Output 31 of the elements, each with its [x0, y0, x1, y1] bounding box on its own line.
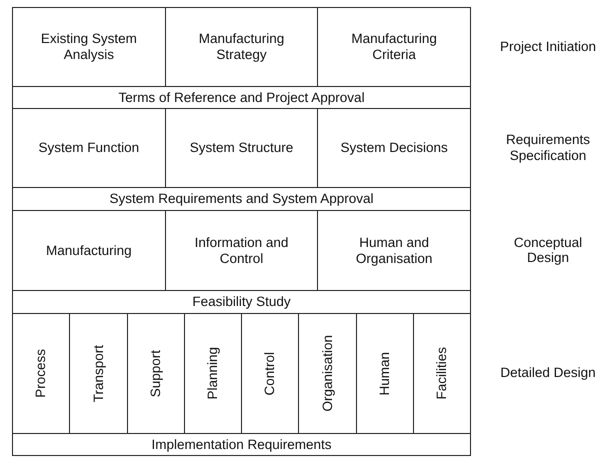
cell-text: Control	[262, 352, 278, 396]
cell-text: Feasibility Study	[191, 294, 292, 310]
table-cell	[12, 7, 166, 87]
cell-text: Planning	[205, 347, 221, 400]
cell-text: Terms of Reference and Project Approval	[117, 90, 366, 106]
cell-text: System Decisions	[340, 140, 449, 156]
stage-bar	[12, 290, 471, 314]
cell-text: System Requirements and System Approval	[108, 191, 375, 207]
table-cell	[317, 7, 471, 87]
cell-text: Transport	[90, 344, 106, 402]
cell-text: Human and Organisation	[354, 234, 434, 266]
cell-text: Manufacturing Criteria	[350, 31, 438, 63]
cell-text: System Structure	[188, 140, 294, 156]
cell-text: Organisation	[320, 335, 336, 412]
cell-text: Manufacturing Strategy	[198, 31, 286, 63]
stage-bar	[12, 433, 471, 456]
stage-bar	[12, 86, 471, 109]
cell-text: Human	[376, 352, 392, 396]
cell-text: Process	[33, 349, 49, 398]
cell-text: Support	[148, 350, 164, 398]
stage-label: Requirements Specification	[504, 132, 592, 164]
cell-text: Facilities	[434, 347, 450, 400]
cell-text: System Function	[38, 140, 140, 156]
stage-label: Detailed Design	[499, 365, 597, 381]
stage-label: Conceptual Design	[512, 234, 584, 266]
cell-text: Manufacturing	[45, 242, 133, 258]
cell-text: Information and Control	[194, 234, 290, 266]
cell-text: Existing System Analysis	[40, 31, 138, 63]
cell-text: Implementation Requirements	[150, 436, 333, 452]
stage-label: Project Initiation	[498, 38, 598, 54]
stage-bar	[12, 187, 471, 211]
